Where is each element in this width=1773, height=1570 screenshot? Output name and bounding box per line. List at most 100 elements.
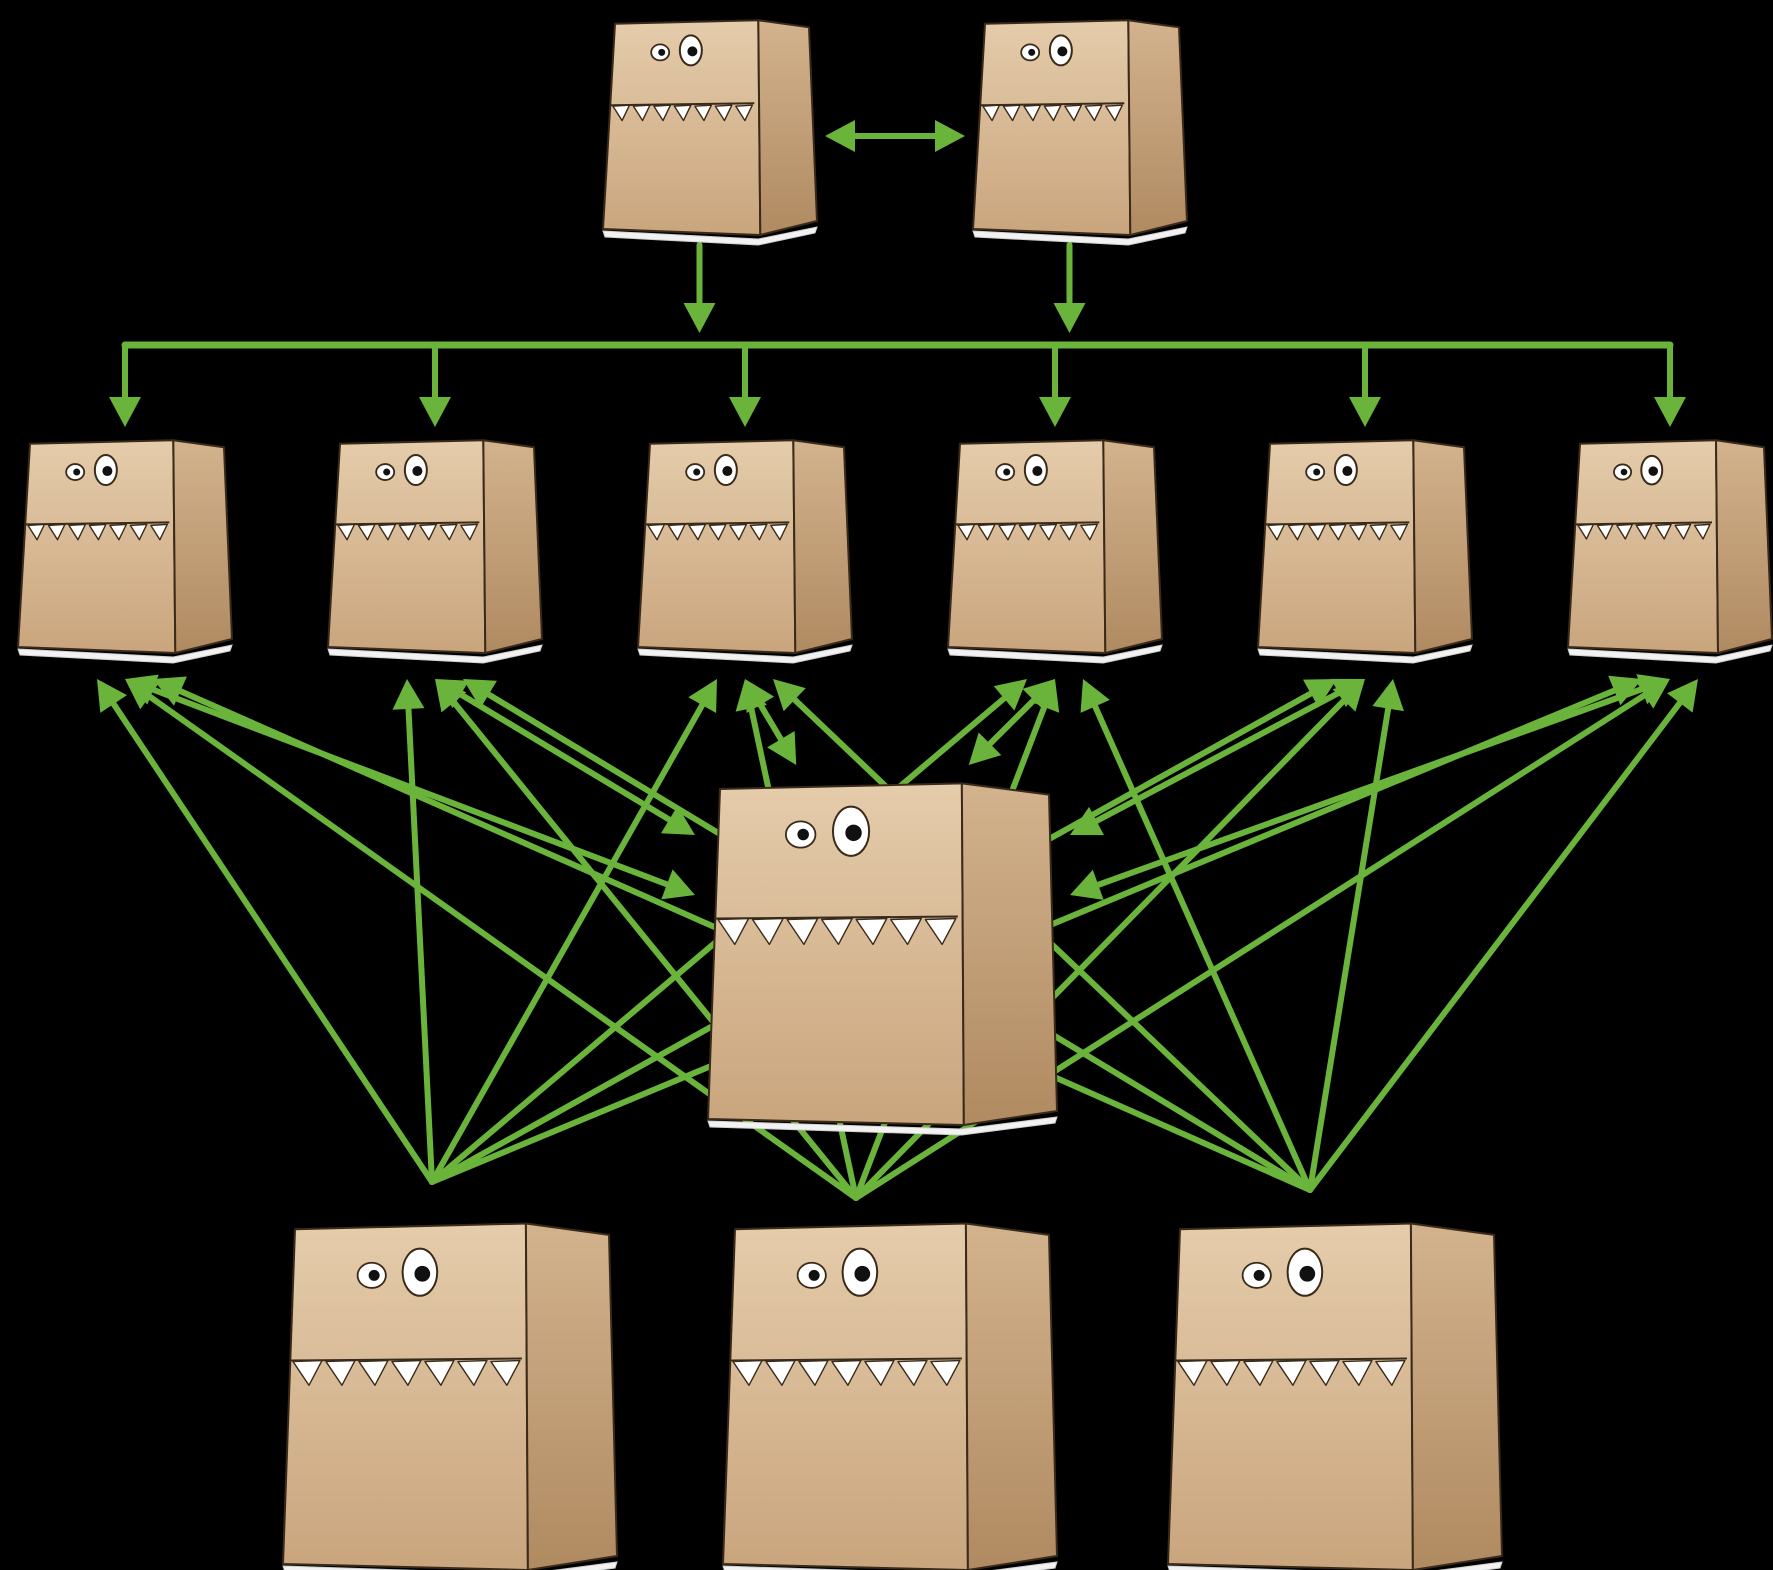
tooth — [68, 523, 87, 541]
box-side-face — [1127, 19, 1188, 236]
tooth — [977, 523, 996, 541]
edge-line — [107, 695, 435, 1185]
tooth — [1655, 523, 1672, 540]
tooth — [88, 523, 107, 541]
edge-line — [754, 696, 787, 748]
box-monster-icon — [707, 782, 1058, 1136]
edge-line — [982, 692, 1042, 752]
tooth — [735, 104, 753, 122]
node-mid-1 — [17, 439, 233, 664]
tooth — [439, 523, 458, 541]
tooth — [1635, 523, 1653, 540]
tooth — [1084, 104, 1103, 122]
arrowhead — [993, 679, 1027, 711]
box-monster-icon — [1257, 439, 1473, 664]
box-side-face — [757, 19, 818, 236]
tooth — [1342, 1359, 1373, 1386]
big-pupil — [722, 466, 733, 477]
small-pupil — [73, 468, 81, 476]
edge-line — [429, 696, 709, 1185]
tooth — [770, 523, 788, 541]
small-pupil — [383, 468, 391, 476]
box-side-face — [172, 439, 233, 654]
box-side-face — [960, 782, 1058, 1126]
tooth — [1177, 1359, 1208, 1386]
edge-line — [1089, 684, 1651, 890]
box-side-face — [792, 439, 853, 654]
tooth — [1243, 1359, 1274, 1386]
edges-layer — [97, 120, 1698, 1201]
tooth — [1059, 523, 1078, 541]
edge-bus-to-mid-3 — [729, 342, 761, 427]
tooth — [1308, 523, 1327, 541]
arrowhead — [688, 679, 717, 713]
small-pupil — [658, 48, 666, 56]
tooth — [729, 523, 748, 541]
tooth — [765, 1359, 796, 1386]
tooth — [708, 523, 727, 541]
small-pupil — [1620, 468, 1628, 476]
tooth — [820, 917, 853, 946]
edge-bus-to-mid-6 — [1654, 342, 1686, 427]
arrowhead — [683, 303, 716, 333]
box-monster-icon — [17, 439, 233, 664]
tooth — [1210, 1359, 1241, 1386]
tooth — [27, 523, 46, 541]
tooth — [864, 1359, 895, 1386]
tooth — [1596, 523, 1614, 540]
arrowhead — [97, 679, 127, 713]
small-pupil — [1003, 468, 1011, 476]
mouth-line — [645, 521, 790, 526]
tooth — [1043, 104, 1062, 122]
mouth-line — [335, 521, 480, 526]
tooth — [612, 104, 631, 122]
arrowhead — [435, 679, 467, 713]
box-base-shadow — [602, 226, 818, 246]
tooth — [930, 1359, 961, 1386]
box-side-face — [524, 1222, 618, 1570]
big-pupil — [412, 466, 423, 477]
box-monster-icon — [637, 439, 853, 664]
mouth-line — [955, 521, 1100, 526]
edge-bottom-right-to-mid-6 — [1307, 679, 1698, 1193]
tooth — [1375, 1359, 1406, 1386]
box-monster-icon — [722, 1222, 1058, 1570]
box-base-shadow — [637, 644, 853, 664]
big-pupil — [687, 46, 698, 57]
arrowhead — [729, 397, 761, 427]
box-monster-icon — [602, 19, 818, 246]
tooth — [717, 917, 750, 946]
tooth — [424, 1359, 455, 1386]
tooth — [647, 523, 666, 541]
nodes-layer — [17, 19, 1773, 1570]
box-base-shadow — [327, 644, 543, 664]
tooth — [292, 1359, 323, 1386]
tooth — [653, 104, 672, 122]
tooth — [358, 1359, 389, 1386]
box-side-face — [482, 439, 543, 654]
edge-bottom-left-to-mid-1 — [97, 679, 435, 1185]
big-pupil — [845, 824, 862, 842]
tooth — [855, 917, 888, 946]
box-side-face — [1412, 439, 1473, 654]
big-pupil — [1342, 466, 1353, 477]
tooth — [1080, 523, 1098, 541]
box-side-face — [1409, 1222, 1503, 1570]
arrowhead — [968, 732, 1002, 765]
box-base-shadow — [722, 1561, 1058, 1570]
arrowhead — [1654, 397, 1686, 427]
arrowhead — [1332, 679, 1365, 712]
arrowhead — [1080, 679, 1110, 713]
small-pupil — [797, 828, 809, 841]
edge-bottom-left-to-mid-2 — [392, 679, 435, 1185]
arrowhead — [1608, 675, 1642, 706]
tooth — [831, 1359, 862, 1386]
tooth — [378, 523, 397, 541]
tooth — [798, 1359, 829, 1386]
mouth-line — [1575, 521, 1713, 526]
big-pupil — [1032, 466, 1043, 477]
edge-top-left-to-top-right — [825, 120, 965, 152]
node-hub — [707, 782, 1058, 1136]
box-side-face — [1715, 439, 1773, 654]
big-pupil — [1057, 46, 1068, 57]
